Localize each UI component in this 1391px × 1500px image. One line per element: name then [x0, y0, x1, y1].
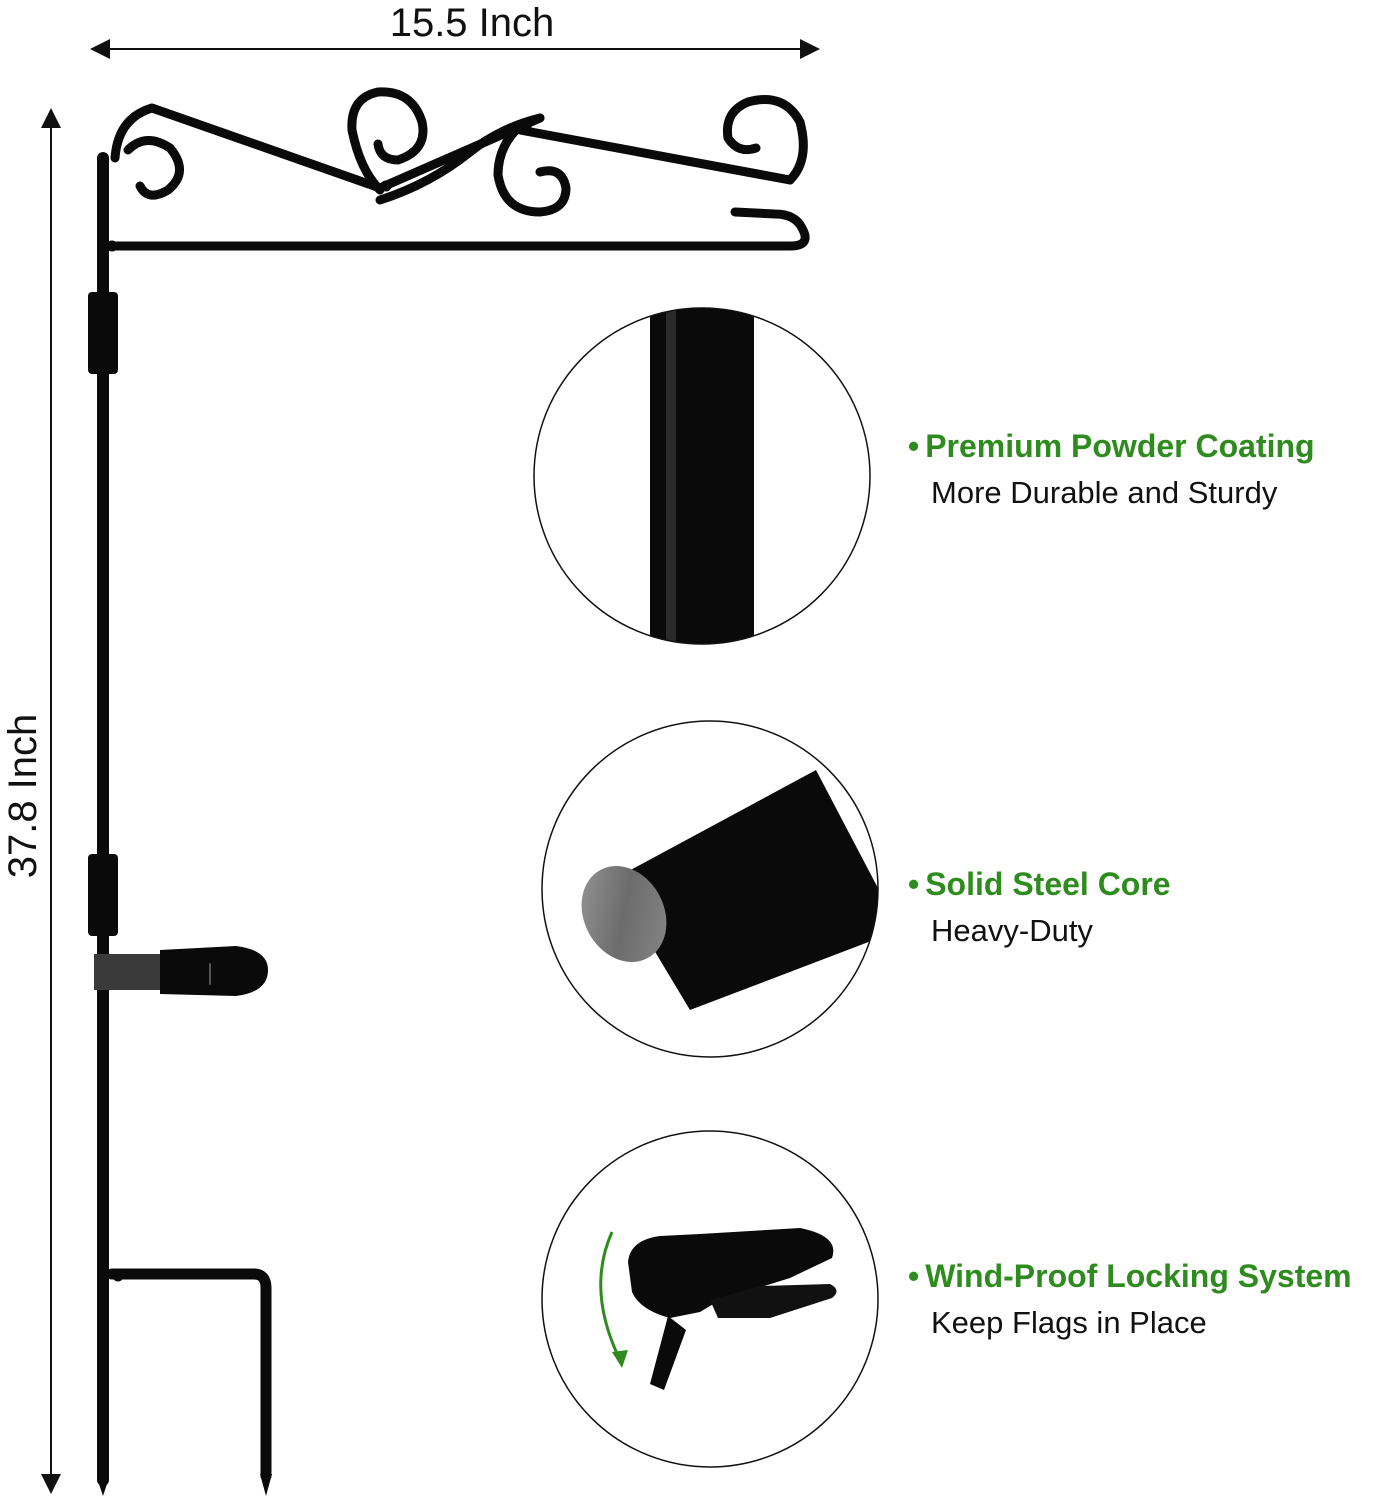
feature-title: •Premium Powder Coating [908, 428, 1315, 465]
feature-title-text: Premium Powder Coating [925, 428, 1315, 464]
feature-title-text: Solid Steel Core [925, 866, 1171, 902]
height-label: 37.8 Inch [1, 714, 45, 879]
feature-subtitle: More Durable and Sturdy [931, 475, 1278, 510]
width-dimension: 15.5 Inch [90, 1, 820, 59]
height-dimension: 37.8 Inch [1, 108, 61, 1494]
steel-core-detail [541, 720, 879, 1058]
feature-steel-core: •Solid Steel Core Heavy-Duty [908, 866, 1171, 949]
feature-title: •Solid Steel Core [908, 866, 1171, 903]
feature-title: •Wind-Proof Locking System [908, 1258, 1352, 1295]
bullet: • [908, 866, 920, 902]
feature-powder-coating: •Premium Powder Coating More Durable and… [908, 428, 1315, 511]
feature-subtitle: Keep Flags in Place [931, 1305, 1207, 1340]
locking-clip-detail [541, 1130, 879, 1468]
feature-title-text: Wind-Proof Locking System [925, 1258, 1352, 1294]
powder-coating-detail [533, 307, 871, 645]
bullet: • [908, 428, 920, 464]
feature-locking-system: •Wind-Proof Locking System Keep Flags in… [908, 1258, 1352, 1341]
flag-stand-icon [88, 87, 810, 1496]
width-label: 15.5 Inch [390, 1, 555, 45]
bullet: • [908, 1258, 920, 1294]
feature-subtitle: Heavy-Duty [931, 913, 1093, 948]
